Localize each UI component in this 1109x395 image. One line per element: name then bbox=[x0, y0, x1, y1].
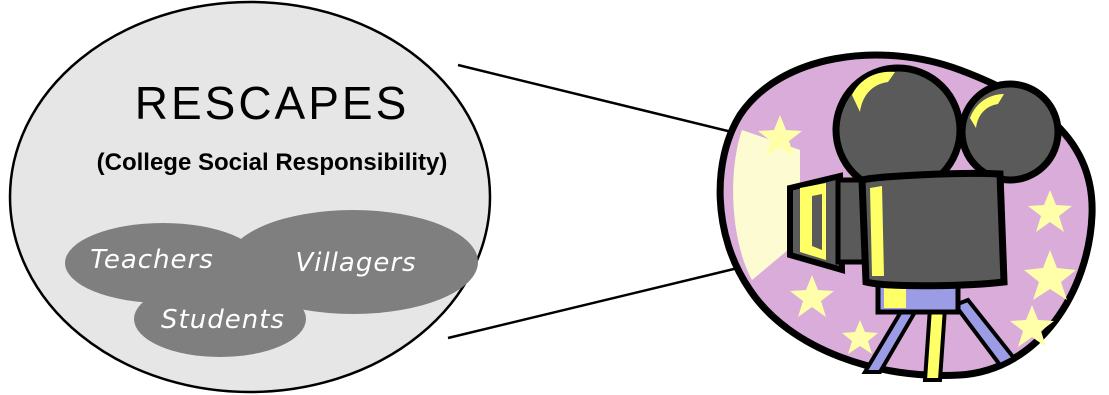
group-label-students: Students bbox=[161, 305, 285, 335]
group-label-teachers: Teachers bbox=[90, 245, 214, 275]
movie-camera-icon bbox=[720, 55, 1092, 380]
film-reel-right bbox=[962, 84, 1058, 180]
group-label-villagers: Villagers bbox=[295, 248, 416, 278]
connector-line-top bbox=[458, 65, 736, 133]
diagram-subtitle: (College Social Responsibility) bbox=[97, 149, 448, 176]
connector-line-bottom bbox=[448, 268, 738, 338]
diagram-title: RESCAPES bbox=[135, 77, 410, 129]
